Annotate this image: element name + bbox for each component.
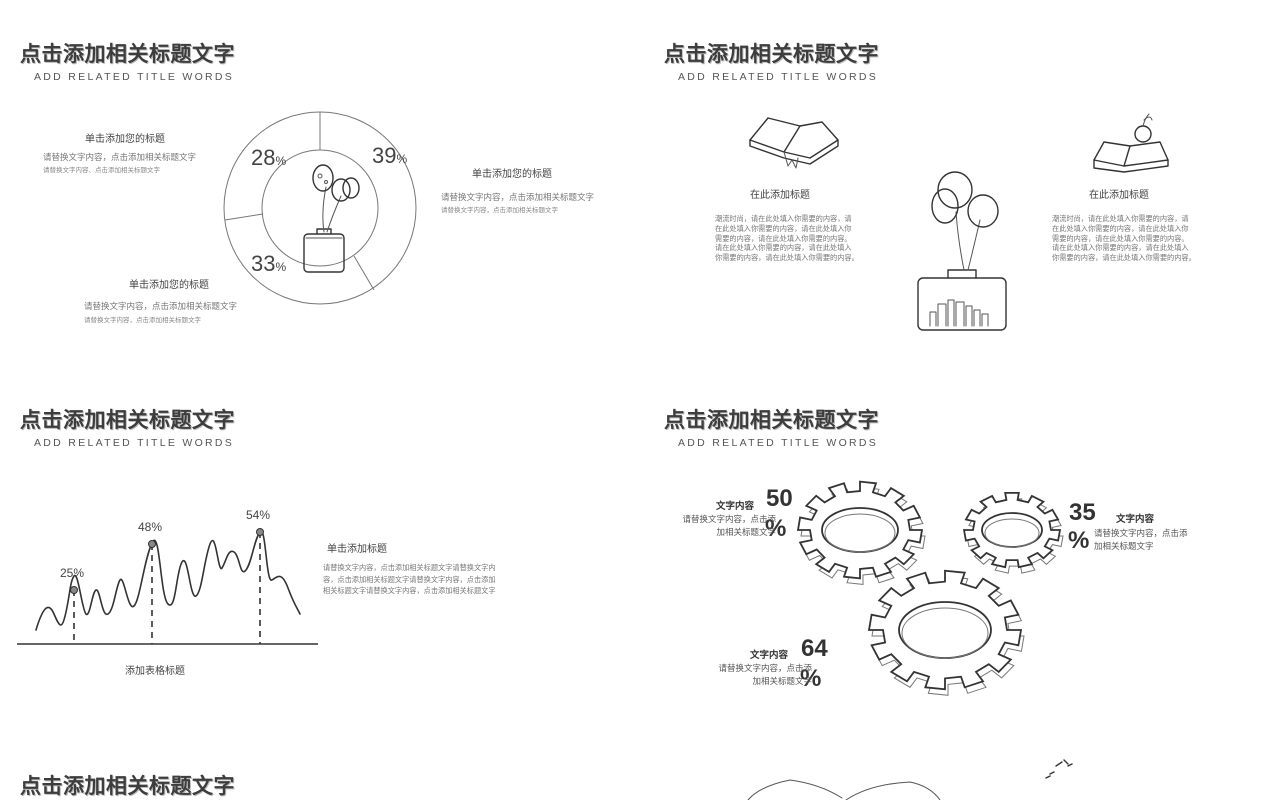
ring-divider	[224, 213, 264, 221]
gear-label: 文字内容	[716, 501, 755, 512]
block-text: 请替换文字内容，点击添加相关标题文字	[441, 193, 595, 203]
gear-percent: %	[1068, 527, 1090, 554]
gear-label: 文字内容	[1116, 514, 1155, 525]
gear-number: 64	[801, 635, 828, 662]
wave-chart	[17, 528, 318, 645]
gear-text: 请替换文字内容，点击添加相关标题文字	[718, 664, 812, 687]
briefcase-balloons-icon	[303, 164, 360, 273]
slide-subtitle: ADD RELATED TITLE WORDS	[678, 71, 879, 83]
open-book-icon	[749, 117, 839, 169]
block-heading: 单击添加您的标题	[129, 280, 209, 291]
block-heading: 在此添加标题	[1089, 190, 1149, 201]
slide-subtitle: ADD RELATED TITLE WORDS	[678, 437, 879, 449]
slide-title: 点击添加相关标题文字	[664, 408, 879, 432]
gear-text: 请替换文字内容，点击添加相关标题文字	[682, 515, 776, 538]
gear-number: 35	[1069, 499, 1096, 526]
gear-icon	[867, 569, 1023, 691]
gears-illustration	[796, 480, 1064, 696]
block-heading: 在此添加标题	[750, 190, 810, 201]
block-text: 潮流时尚，请在此处填入你需要的内容，请 在此处填入你需要的内容，请在此处填入你 …	[715, 214, 859, 263]
peak-marker	[256, 528, 264, 536]
gear-icon	[962, 492, 1062, 569]
peak-value-label: 54%	[246, 508, 271, 522]
peak-marker	[148, 540, 156, 548]
peak-value-label: 48%	[138, 520, 163, 534]
slide-subtitle: ADD RELATED TITLE WORDS	[34, 71, 235, 83]
slide-title: 点击添加相关标题文字	[20, 774, 235, 798]
gear-text: 请替换文字内容，点击添加相关标题文字	[1094, 529, 1188, 552]
slide-title: 点击添加相关标题文字	[664, 42, 879, 66]
peak-marker	[70, 586, 78, 594]
book-apple-icon	[1093, 113, 1169, 173]
block-text: 请替换文字内容、点击添加相关标题文字	[43, 166, 160, 174]
block-heading: 单击添加标题	[327, 544, 387, 555]
ring-divider	[353, 255, 375, 291]
block-heading: 单击添加您的标题	[85, 134, 165, 145]
chart-caption: 添加表格标题	[125, 666, 185, 677]
partial-book-illustration	[747, 759, 1073, 800]
segment-value-label: 39%	[372, 143, 408, 168]
block-heading: 单击添加您的标题	[472, 169, 552, 180]
block-text: 潮流时尚，请在此处填入你需要的内容，请 在此处填入你需要的内容，请在此处填入你 …	[1052, 214, 1196, 263]
gear-percent: %	[765, 515, 787, 542]
block-text: 请替换文字内容，点击添加相关标题文字	[84, 302, 238, 312]
gear-number: 50	[766, 485, 793, 512]
peak-value-label: 25%	[60, 566, 85, 580]
ring-chart	[223, 111, 417, 305]
segment-value-label: 28%	[251, 145, 287, 170]
segment-value-label: 33%	[251, 251, 287, 276]
gear-icon	[796, 480, 924, 580]
gear-label: 文字内容	[750, 650, 789, 661]
block-text: 请替换文字内容，点击添加相关标题文字	[84, 316, 201, 324]
slide-title: 点击添加相关标题文字	[20, 408, 235, 432]
slide-subtitle: ADD RELATED TITLE WORDS	[34, 437, 235, 449]
gear-percent: %	[800, 665, 822, 692]
slide-title: 点击添加相关标题文字	[20, 42, 235, 66]
block-text: 请替换文字内容，点击添加相关标题文字	[441, 206, 558, 214]
books-illustration	[749, 113, 1169, 331]
briefcase-balloons-icon	[917, 171, 1007, 331]
wave-series-line	[35, 530, 301, 631]
block-text: 请替换文字内容，点击添加相关标题文字请替换文字内 容，点击添加相关标题文字请替换…	[323, 563, 496, 595]
block-text: 请替换文字内容，点击添加相关标题文字	[43, 153, 197, 163]
